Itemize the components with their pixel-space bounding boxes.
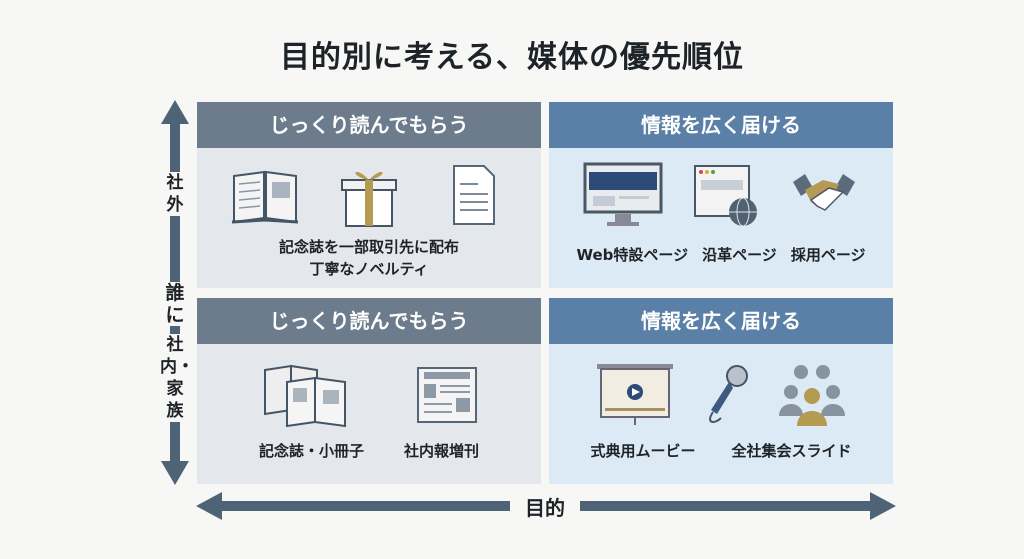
axis-label-internal: 社内・家族 xyxy=(160,334,194,422)
quadrant-header: じっくり読んでもらう xyxy=(197,102,541,148)
item-label: 記念誌・小冊子 xyxy=(258,442,364,460)
handshake-icon xyxy=(793,174,855,211)
item-label: 式典用ムービー xyxy=(590,442,696,460)
quadrant-external-spread: 情報を広く届ける Web特設ページ 沿革ページ 採用ページ xyxy=(549,102,893,288)
newsletter-icon xyxy=(417,367,477,423)
item-label: Web特設ページ xyxy=(576,246,689,264)
quadrant-external-read: じっくり読んでもらう 記念誌を一部取引先に配布 丁寧なノベルティ xyxy=(197,102,541,288)
quadrant-header: じっくり読んでもらう xyxy=(197,298,541,344)
item-label: 記念誌を一部取引先に配布 xyxy=(278,238,459,256)
axis-label-external: 社外 xyxy=(160,172,190,216)
axis-label-purpose: 目的 xyxy=(510,492,580,521)
document-icon xyxy=(453,165,495,225)
desktop-monitor-icon xyxy=(583,162,663,226)
video-screen-icon xyxy=(597,364,673,425)
page-title: 目的別に考える、媒体の優先順位 xyxy=(279,40,745,75)
gift-box-icon xyxy=(341,171,397,227)
axis-label-who: 誰に xyxy=(160,282,190,326)
quadrant-internal-spread: 情報を広く届ける 式典用ムービー 全社集会スライド xyxy=(549,298,893,484)
item-label: 丁寧なノベルティ xyxy=(309,260,429,278)
microphone-icon xyxy=(709,365,748,423)
item-label: 社内報増刊 xyxy=(404,442,480,460)
quadrant-header: 情報を広く届ける xyxy=(549,102,893,148)
people-group-icon xyxy=(779,365,845,426)
open-book-icon xyxy=(231,170,299,224)
item-label: 沿革ページ xyxy=(702,246,777,264)
item-label: 採用ページ xyxy=(790,246,866,264)
item-label: 全社集会スライド xyxy=(731,442,852,460)
quadrant-header: 情報を広く届ける xyxy=(549,298,893,344)
web-page-globe-icon xyxy=(694,165,757,227)
quadrant-internal-read: じっくり読んでもらう 記念誌・小冊子 社内報増刊 xyxy=(197,298,541,484)
booklets-icon xyxy=(264,364,346,428)
